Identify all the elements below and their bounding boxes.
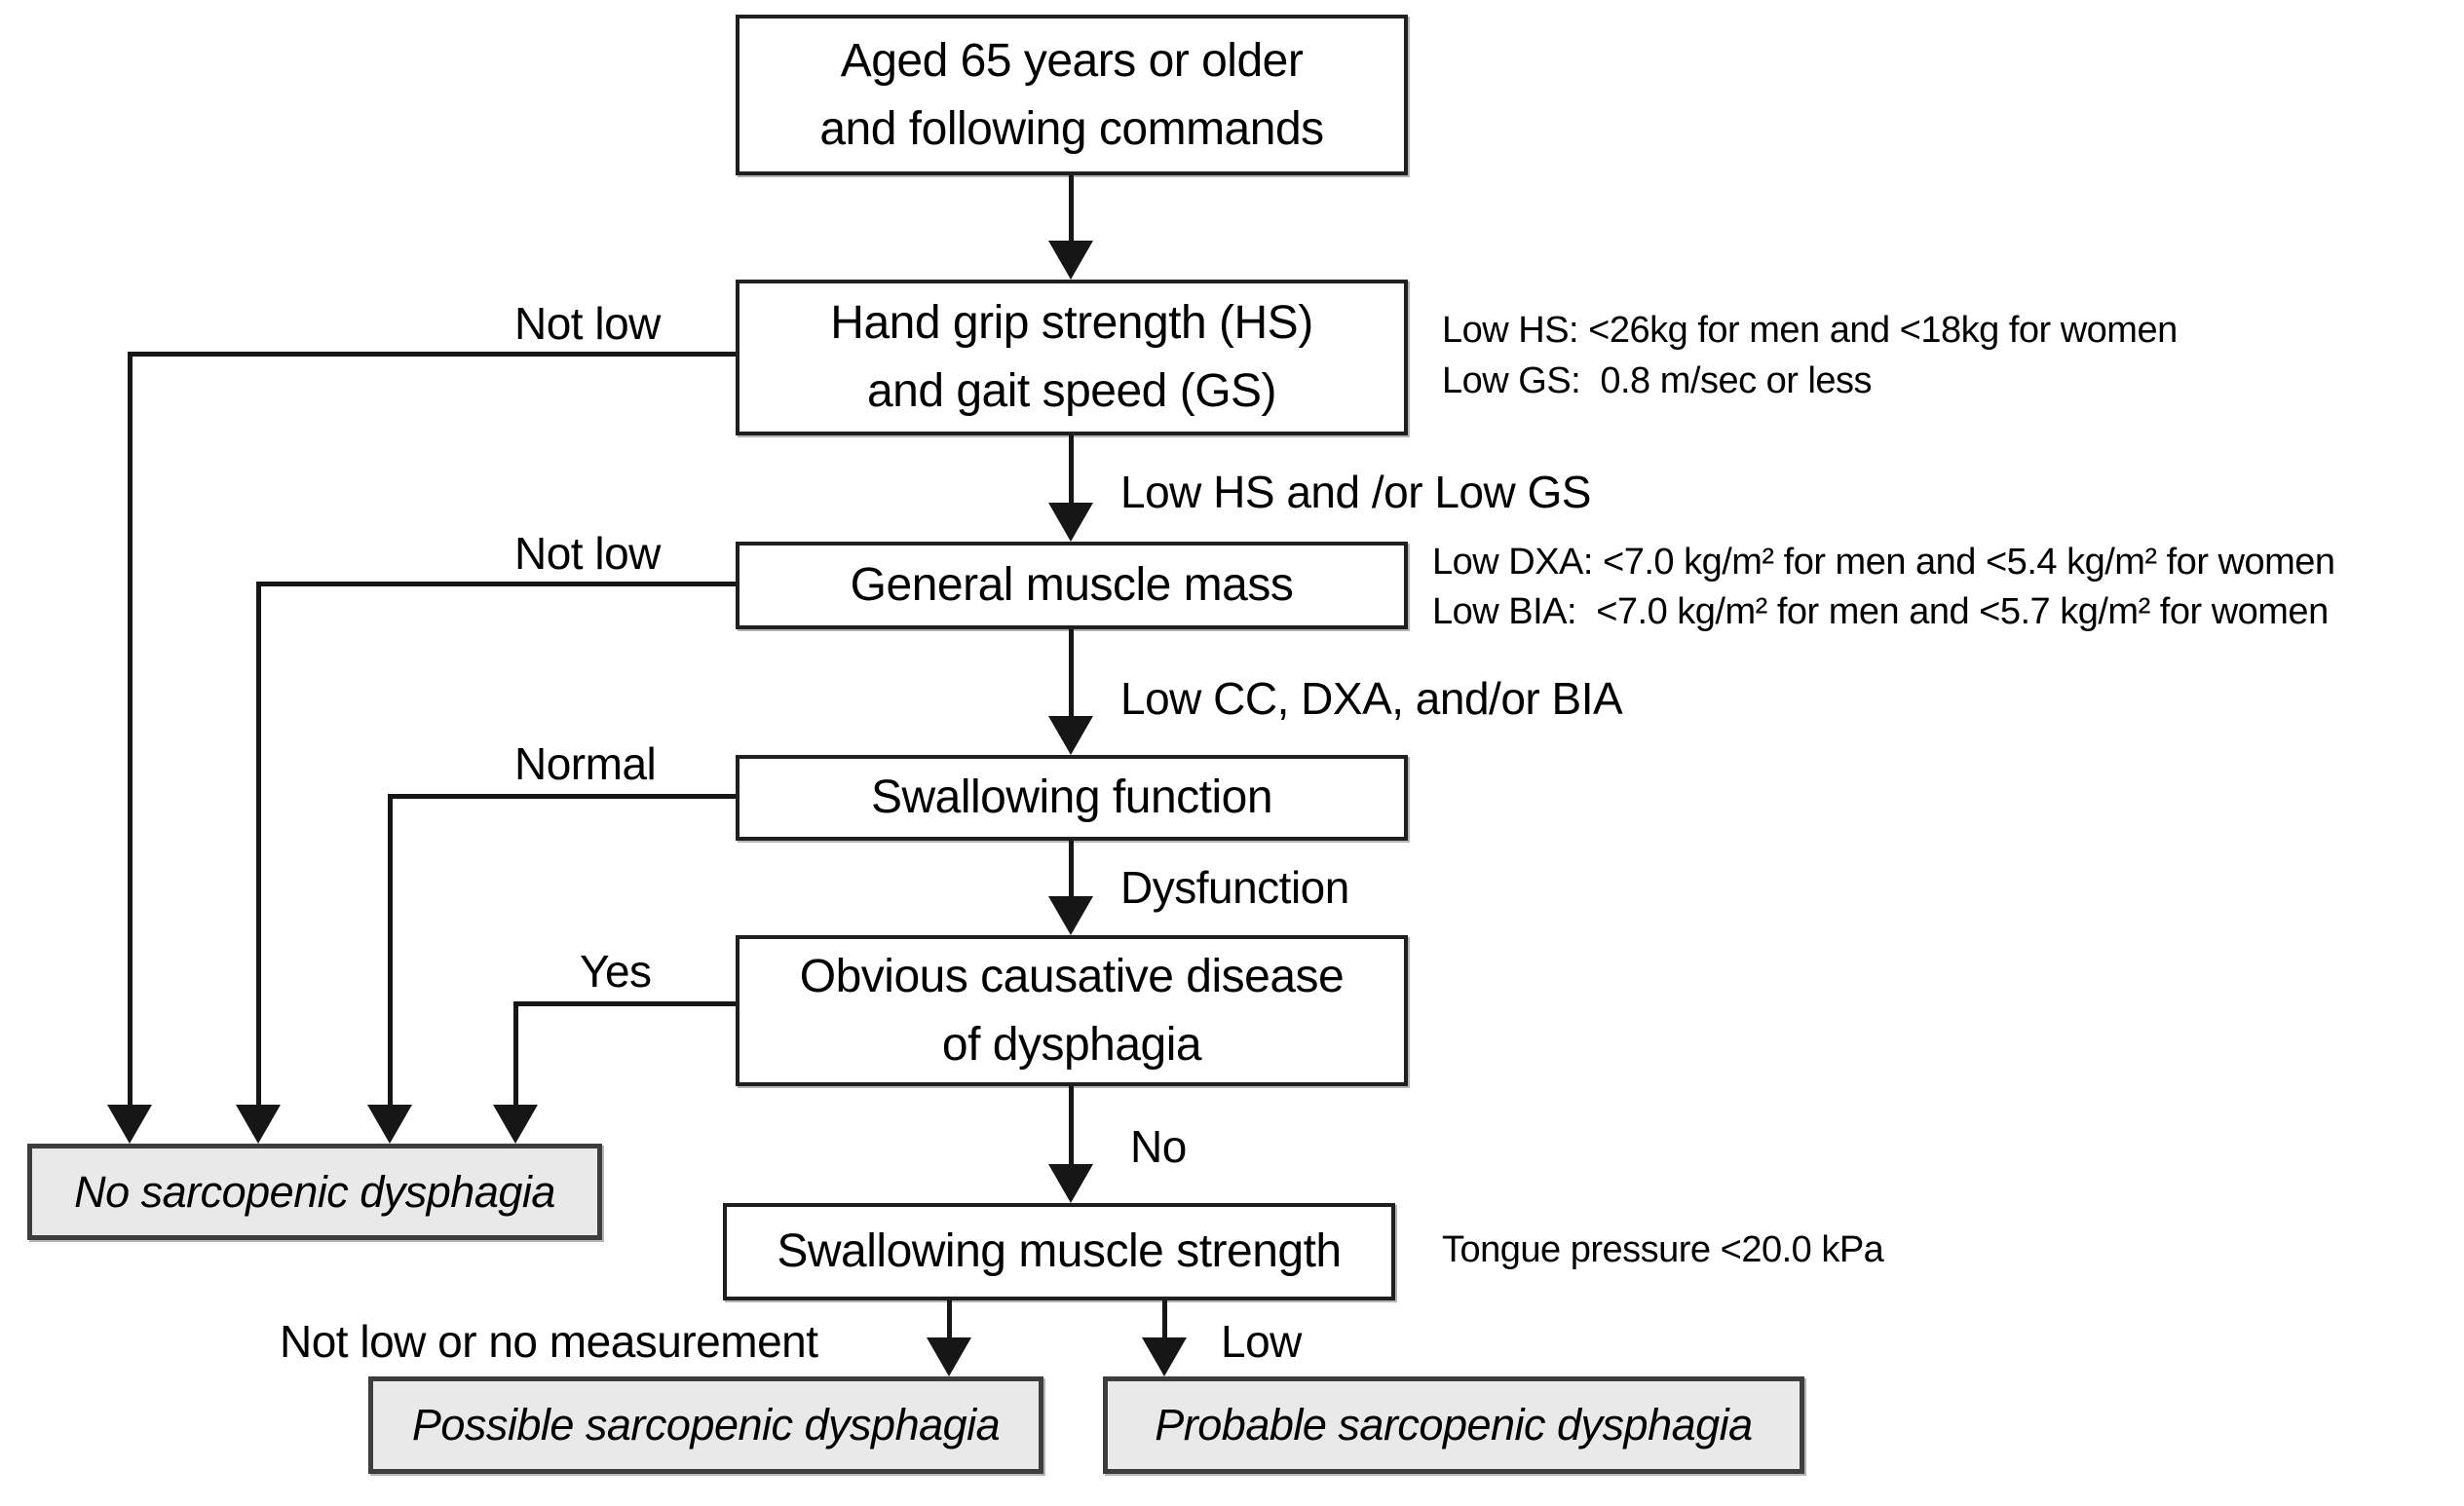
edge-label-mass-not-low: Not low [514, 528, 661, 579]
annotation-tongue-pressure: Tongue pressure <20.0 kPa [1442, 1229, 1884, 1270]
elbow-swallow-normal-h [388, 794, 736, 799]
elbow-muscle-notlow-h [256, 582, 736, 586]
edge-label-no: No [1130, 1121, 1187, 1172]
arrow-swallow-to-disease-line [1069, 841, 1074, 900]
edge-label-hs-not-low: Not low [514, 298, 661, 349]
node-swallowing-function: Swallowing function [736, 755, 1408, 841]
arrow-age-to-grip-line [1069, 175, 1074, 245]
node-hand-grip-gait-speed: Hand grip strength (HS) and gait speed (… [736, 280, 1408, 435]
elbow-swallow-normal-v [388, 794, 393, 1109]
node-swallowing-muscle-strength: Swallowing muscle strength [723, 1203, 1395, 1300]
annotation-low-hs-criteria: Low HS: <26kg for men and <18kg for wome… [1442, 310, 2178, 351]
node-no-sarcopenic-dysphagia: No sarcopenic dysphagia [27, 1144, 602, 1240]
edge-label-low-cc-dxa-bia: Low CC, DXA, and/or BIA [1120, 673, 1623, 724]
node-general-muscle-mass: General muscle mass [736, 542, 1408, 629]
node-possible-sarcopenic-dysphagia: Possible sarcopenic dysphagia [368, 1376, 1043, 1474]
arrow-age-to-grip-head [1048, 241, 1093, 280]
arrow-muscle-to-swallow-line [1069, 629, 1074, 720]
arrow-muscle-to-swallow-head [1048, 716, 1093, 755]
node-causative-disease: Obvious causative disease of dysphagia [736, 935, 1408, 1086]
arrow-swallow-to-disease-head [1048, 896, 1093, 935]
arrow-grip-to-muscle-head [1048, 503, 1093, 542]
node-age-criteria: Aged 65 years or older and following com… [736, 15, 1408, 175]
arrow-disease-to-strength-head [1048, 1164, 1093, 1203]
elbow-grip-notlow-v [128, 352, 133, 1109]
annotation-low-bia-criteria: Low BIA: <7.0 kg/m² for men and <5.7 kg/… [1432, 591, 2329, 632]
elbow-muscle-notlow-v [256, 582, 261, 1109]
node-probable-sarcopenic-dysphagia: Probable sarcopenic dysphagia [1103, 1376, 1804, 1474]
arrow-disease-to-strength-line [1069, 1086, 1074, 1168]
edge-label-dysfunction: Dysfunction [1120, 862, 1349, 913]
elbow-grip-notlow-head [107, 1105, 152, 1144]
elbow-swallow-normal-head [367, 1105, 412, 1144]
elbow-muscle-notlow-head [236, 1105, 281, 1144]
elbow-disease-yes-v [513, 1001, 518, 1109]
edge-label-disease-yes: Yes [580, 946, 652, 997]
annotation-low-gs-criteria: Low GS: 0.8 m/sec or less [1442, 360, 1873, 401]
arrow-strength-to-probable-line [1162, 1300, 1167, 1341]
elbow-disease-yes-head [493, 1105, 538, 1144]
edge-label-swallow-normal: Normal [514, 738, 657, 789]
arrow-strength-to-probable-head [1142, 1337, 1187, 1376]
edge-label-low: Low [1221, 1316, 1302, 1367]
arrow-strength-to-possible-head [927, 1337, 971, 1376]
elbow-grip-notlow-h [128, 352, 736, 357]
annotation-low-dxa-criteria: Low DXA: <7.0 kg/m² for men and <5.4 kg/… [1432, 542, 2335, 583]
elbow-disease-yes-h [513, 1001, 736, 1006]
arrow-grip-to-muscle-line [1069, 435, 1074, 507]
arrow-strength-to-possible-line [947, 1300, 952, 1341]
edge-label-low-hs-gs: Low HS and /or Low GS [1120, 467, 1591, 517]
edge-label-not-low-or-no-measurement: Not low or no measurement [280, 1316, 818, 1367]
